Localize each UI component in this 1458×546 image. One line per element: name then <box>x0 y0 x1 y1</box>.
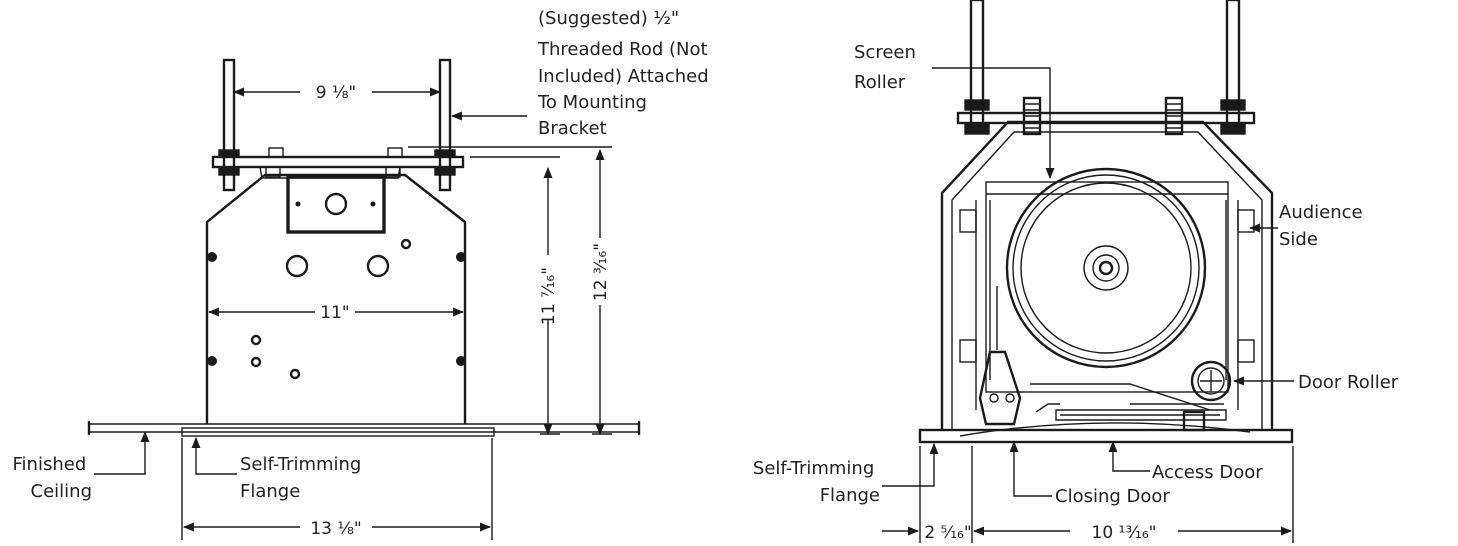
label-finished-ceiling: Finished Ceiling <box>13 454 92 502</box>
right-housing-outer <box>940 120 1274 430</box>
right-threaded-rods <box>964 0 1246 135</box>
threaded-rods <box>218 58 456 192</box>
dim-rod-spacing: 9 ⅛" <box>232 83 442 103</box>
label-self-trimming-flange-right: Self-Trimming Flange <box>753 458 880 506</box>
label-door-roller: Door Roller <box>1298 372 1399 393</box>
door-roller-shape <box>1190 360 1232 402</box>
housing-holes <box>207 238 466 380</box>
bracket-springs <box>1022 96 1184 136</box>
label-self-trimming-flange-left: Self-Trimming Flange <box>240 454 367 502</box>
dim-opening-width: 10 ¹³⁄₁₆" <box>972 446 1294 543</box>
label-closing-door: Closing Door <box>1055 486 1170 507</box>
left-side-view: 9 ⅛" 11" 13 ⅛" 11 ⁷⁄₁₆" 12 ³⁄₁ <box>13 8 714 540</box>
screen-roller-shape <box>1005 167 1207 369</box>
label-screen-roller: Screen Roller <box>854 42 922 93</box>
dim-flange-offset-text: 2 ⁵⁄₁₆" <box>924 523 971 543</box>
dim-rod-spacing-text: 9 ⅛" <box>316 83 357 103</box>
closing-weight <box>978 286 1022 426</box>
inner-frame <box>985 181 1229 393</box>
dim-flange-width-text: 13 ⅛" <box>310 519 361 539</box>
right-self-trimming-flange <box>918 428 1294 444</box>
label-audience-side: Audience Side <box>1279 202 1368 250</box>
label-access-door: Access Door <box>1152 462 1263 483</box>
dim-flange-width: 13 ⅛" <box>181 438 493 540</box>
dim-flange-offset: 2 ⁵⁄₁₆" <box>882 446 973 543</box>
self-trimming-flange-shape <box>181 427 495 437</box>
dim-body-height-text: 11 ⁷⁄₁₆" <box>539 267 559 325</box>
junction-box-plate <box>286 175 386 234</box>
dim-heights: 11 ⁷⁄₁₆" 12 ³⁄₁₆" <box>408 146 612 436</box>
label-threaded-rod: (Suggested) ½" Threaded Rod (Not Include… <box>537 8 714 139</box>
dim-body-width-text: 11" <box>320 303 349 323</box>
housing-body <box>205 173 467 424</box>
dim-opening-width-text: 10 ¹³⁄₁₆" <box>1092 523 1157 543</box>
dim-body-width: 11" <box>207 303 465 323</box>
right-section-view: Screen Roller Audience Side Door Roller … <box>753 0 1399 543</box>
dim-overall-height-text: 12 ³⁄₁₆" <box>591 243 611 301</box>
